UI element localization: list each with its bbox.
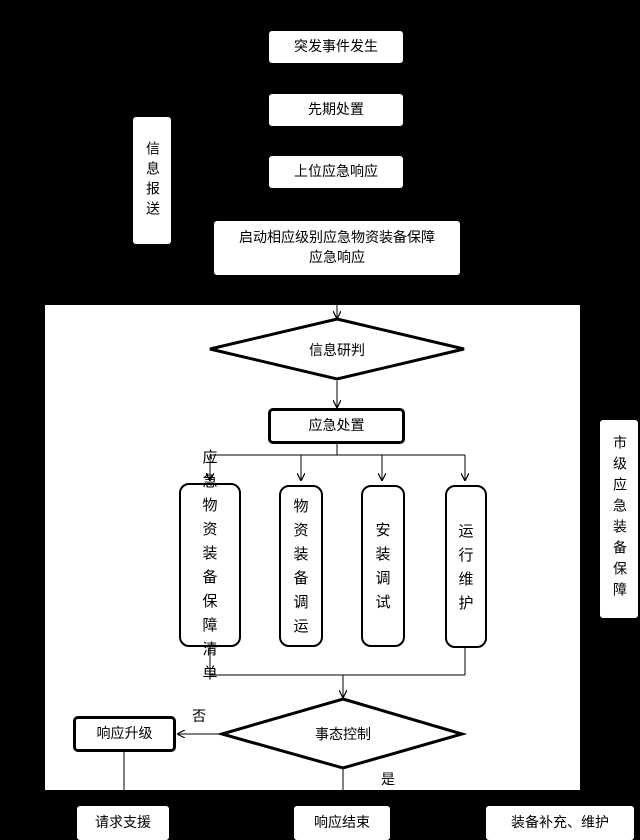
start-response-box: 启动相应级别应急物资装备保障 应急响应 bbox=[214, 221, 460, 275]
judge-label: 信息研判 bbox=[309, 343, 365, 359]
branch-maintain-label: 运行维护 bbox=[458, 521, 474, 612]
yes-label: 是 bbox=[381, 772, 395, 788]
request-support-label: 请求支援 bbox=[95, 815, 151, 831]
response-upgrade-label: 响应升级 bbox=[96, 726, 153, 742]
initial-disposal-box: 先期处置 bbox=[269, 94, 403, 126]
start-response-line1: 启动相应级别应急物资装备保障 bbox=[239, 230, 435, 246]
response-upgrade-box: 响应升级 bbox=[73, 716, 176, 752]
control-label: 事态控制 bbox=[315, 727, 371, 743]
branch-maintain-box: 运行维护 bbox=[445, 485, 487, 648]
branch-transport-box: 物资装备调运 bbox=[279, 485, 323, 647]
upper-response-label: 上位应急响应 bbox=[294, 164, 378, 180]
info-report-box: 信息报送 bbox=[133, 117, 171, 244]
emergency-dispose-label: 应急处置 bbox=[308, 418, 365, 434]
response-end-box: 响应结束 bbox=[294, 806, 390, 840]
branch-transport-label: 物资装备调运 bbox=[293, 497, 309, 635]
equipment-maintain-box: 装备补充、维护 bbox=[486, 806, 634, 840]
response-end-label: 响应结束 bbox=[314, 815, 370, 831]
branch-list-box: 应急物资装备保障清单 bbox=[179, 448, 241, 682]
branch-install-label: 安装调试 bbox=[375, 521, 391, 611]
request-support-box: 请求支援 bbox=[77, 806, 169, 840]
equipment-maintain-label: 装备补充、维护 bbox=[511, 815, 609, 831]
initial-disposal-label: 先期处置 bbox=[308, 102, 364, 118]
info-report-label: 信息报送 bbox=[144, 140, 160, 221]
branch-install-box: 安装调试 bbox=[361, 485, 405, 647]
branch-list-label: 应急物资装备保障清单 bbox=[202, 448, 218, 682]
judge-diamond bbox=[209, 317, 465, 381]
start-response-line2: 应急响应 bbox=[309, 250, 365, 266]
city-equipment-box: 市级应急装备保障 bbox=[600, 420, 638, 618]
no-label: 否 bbox=[192, 709, 206, 725]
event-occurs-box: 突发事件发生 bbox=[269, 31, 403, 63]
emergency-dispose-box: 应急处置 bbox=[268, 408, 405, 444]
city-equipment-label: 市级应急装备保障 bbox=[611, 435, 627, 603]
upper-response-box: 上位应急响应 bbox=[269, 156, 403, 188]
event-occurs-label: 突发事件发生 bbox=[294, 39, 378, 55]
